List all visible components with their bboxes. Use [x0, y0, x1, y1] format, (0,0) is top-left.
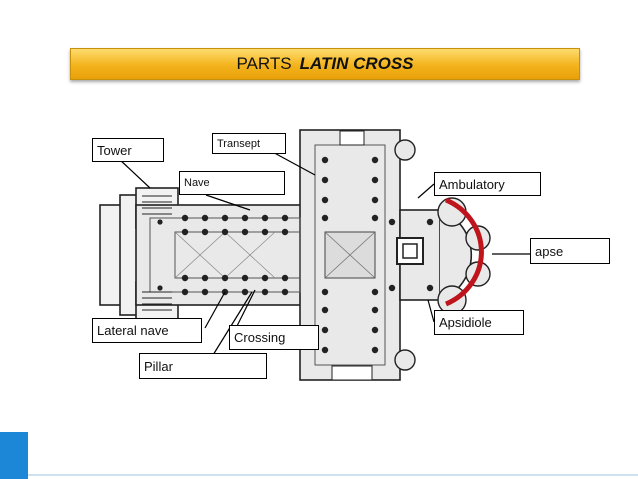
apse-arc	[445, 197, 484, 307]
transept-label: Transept	[212, 133, 286, 154]
crossing-label: Crossing	[229, 325, 319, 350]
tower-label: Tower	[92, 138, 164, 162]
pillar-label: Pillar	[139, 353, 267, 379]
lateral-nave-label: Lateral nave	[92, 318, 202, 343]
apse-label: apse	[530, 238, 610, 264]
plan-outline	[99, 129, 441, 381]
title-prefix: PARTS	[236, 54, 292, 73]
ambulatory-label: Ambulatory	[434, 172, 541, 196]
bottom-divider	[28, 474, 638, 476]
nave-label: Nave	[179, 171, 285, 195]
north-door	[339, 130, 365, 146]
apsidiole-chapel	[394, 139, 416, 161]
south-door	[331, 365, 373, 381]
title-emphasis: LATIN CROSS	[299, 54, 414, 73]
apsidiole-chapel	[394, 349, 416, 371]
altar	[396, 237, 424, 265]
corner-accent	[0, 432, 28, 479]
apsidiole-label: Apsidiole	[434, 310, 524, 335]
pillars	[157, 156, 434, 354]
title-banner: PARTS LATIN CROSS	[70, 48, 580, 80]
